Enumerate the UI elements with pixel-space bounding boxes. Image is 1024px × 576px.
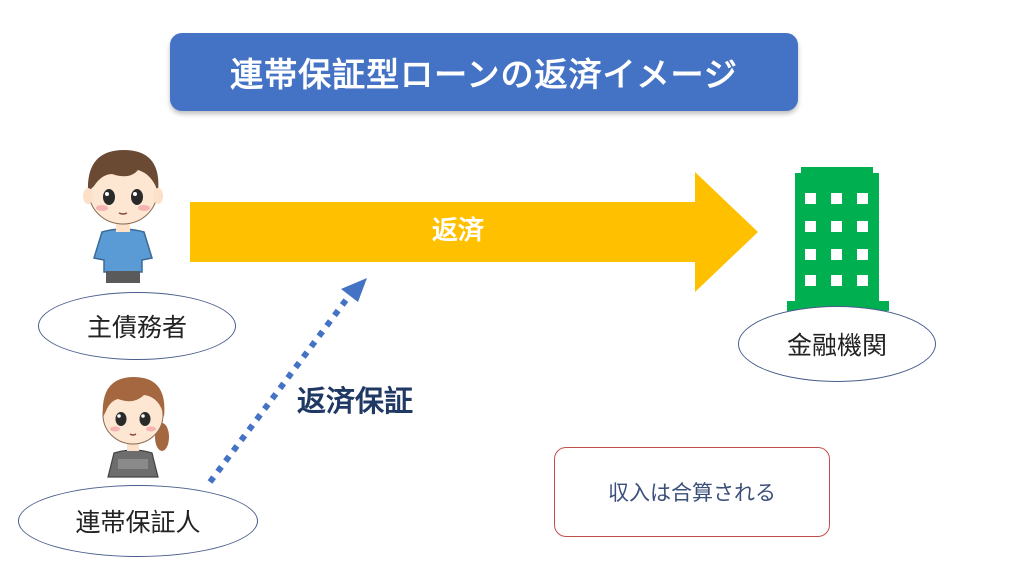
building-icon [787, 167, 889, 311]
debtor-label: 主債務者 [86, 313, 187, 342]
debtor-node: 主債務者 [38, 292, 236, 360]
repayment-label: 返済 [431, 216, 484, 246]
guarantee-label: 返済保証 [297, 384, 414, 418]
note-text: 収入は合算される [608, 481, 776, 505]
guarantee-arrow [207, 278, 367, 484]
diagram-title: 連帯保証型ローンの返済イメージ [230, 55, 738, 94]
man-icon [83, 150, 163, 283]
guarantor-node: 連帯保証人 [18, 485, 258, 557]
note-box: 収入は合算される [554, 447, 830, 537]
repayment-arrow [190, 172, 758, 292]
bank-label: 金融機関 [786, 331, 887, 360]
bank-node: 金融機関 [738, 306, 936, 382]
title-banner: 連帯保証型ローンの返済イメージ [170, 33, 798, 111]
guarantor-label: 連帯保証人 [75, 508, 201, 537]
woman-icon [102, 377, 169, 478]
